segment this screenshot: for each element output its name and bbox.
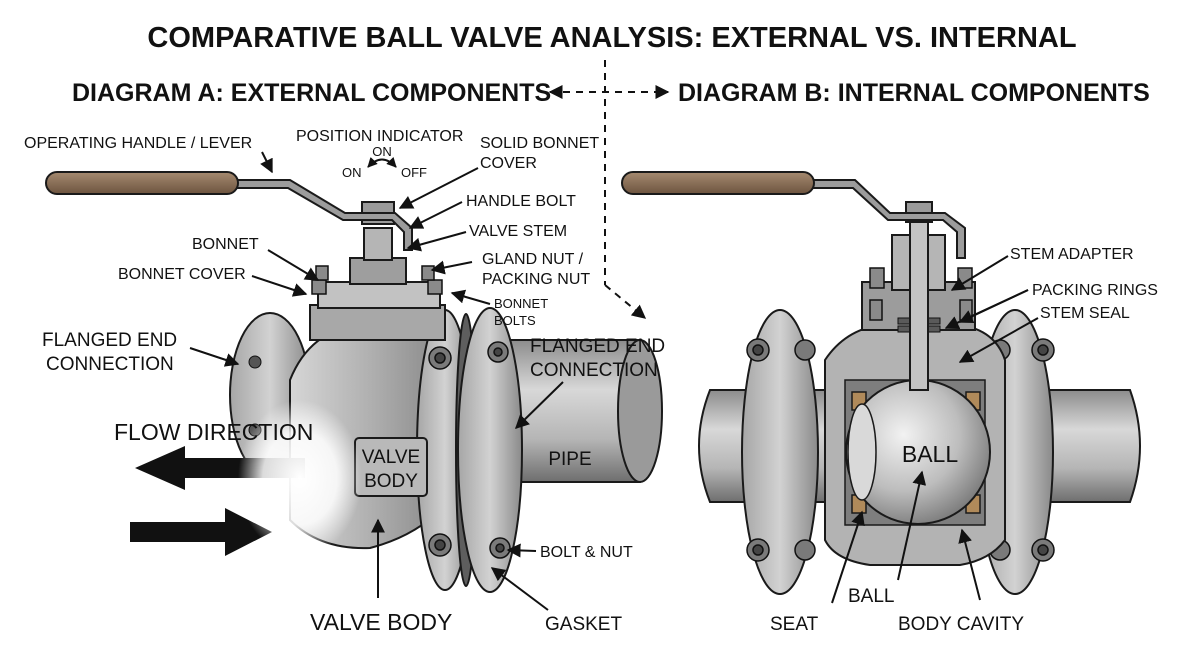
flow-arrow-left [135,446,305,490]
label-off-right: OFF [401,165,427,180]
label-bonnet-bolts-1: BONNET [494,296,548,311]
handle-lever-b [811,179,966,259]
label-body-cavity: BODY CAVITY [898,614,1024,635]
diagram-b-heading: DIAGRAM B: INTERNAL COMPONENTS [678,79,1150,107]
label-solid-bonnet-cover-2: COVER [480,155,537,172]
label-flanged-end-left-1: FLANGED END [42,330,177,351]
label-gasket: GASKET [545,614,622,635]
label-pipe: PIPE [548,449,591,470]
label-on-top: ON [372,144,392,159]
label-operating-handle: OPERATING HANDLE / LEVER [24,135,252,152]
page-title: COMPARATIVE BALL VALVE ANALYSIS: EXTERNA… [147,22,1076,54]
label-handle-bolt: HANDLE BOLT [466,193,576,210]
pipe-flange [457,307,523,593]
label-ball-center: BALL [902,441,958,467]
flange-b-left [741,309,819,595]
label-bonnet-cover: BONNET COVER [118,266,246,283]
label-flow-direction: FLOW DIRECTION [114,419,313,445]
label-valve-body: VALVE BODY [310,609,452,635]
leaders-b [831,255,1039,604]
label-valve-body-plate-1: VALVE [362,447,420,468]
label-valve-stem: VALVE STEM [469,223,567,240]
handle-lever-a [234,179,413,251]
label-position-indicator: POSITION INDICATOR [296,128,463,145]
label-gland-nut-1: GLAND NUT / [482,251,584,268]
label-seat: SEAT [770,614,819,635]
label-flanged-end-right-1: FLANGED END [530,336,665,357]
label-flanged-end-right-2: CONNECTION [530,360,658,381]
diagram-a-heading: DIAGRAM A: EXTERNAL COMPONENTS [72,79,551,107]
flow-arrow-right [130,508,272,556]
label-bonnet: BONNET [192,236,259,253]
leaders-a [189,151,564,611]
label-packing-rings: PACKING RINGS [1032,282,1158,299]
label-bolt-nut: BOLT & NUT [540,544,633,561]
diagram-a-drawing [45,171,663,593]
handle-grip-a [45,171,239,195]
label-valve-body-plate-2: BODY [364,471,418,492]
label-flanged-end-left-2: CONNECTION [46,354,174,375]
flow-fog [238,400,362,556]
handle-grip-b [621,171,815,195]
ball-bore [847,403,877,501]
diagram-b-drawing [621,171,1141,595]
label-gland-nut-2: PACKING NUT [482,271,590,288]
label-stem-seal: STEM SEAL [1040,305,1130,322]
stem-b [909,219,929,391]
label-on-left: ON [342,165,362,180]
label-solid-bonnet-cover-1: SOLID BONNET [480,135,599,152]
label-stem-adapter: STEM ADAPTER [1010,246,1134,263]
label-ball-bottom: BALL [848,586,894,607]
divider-diagonal [604,284,647,319]
label-bonnet-bolts-2: BOLTS [494,313,536,328]
